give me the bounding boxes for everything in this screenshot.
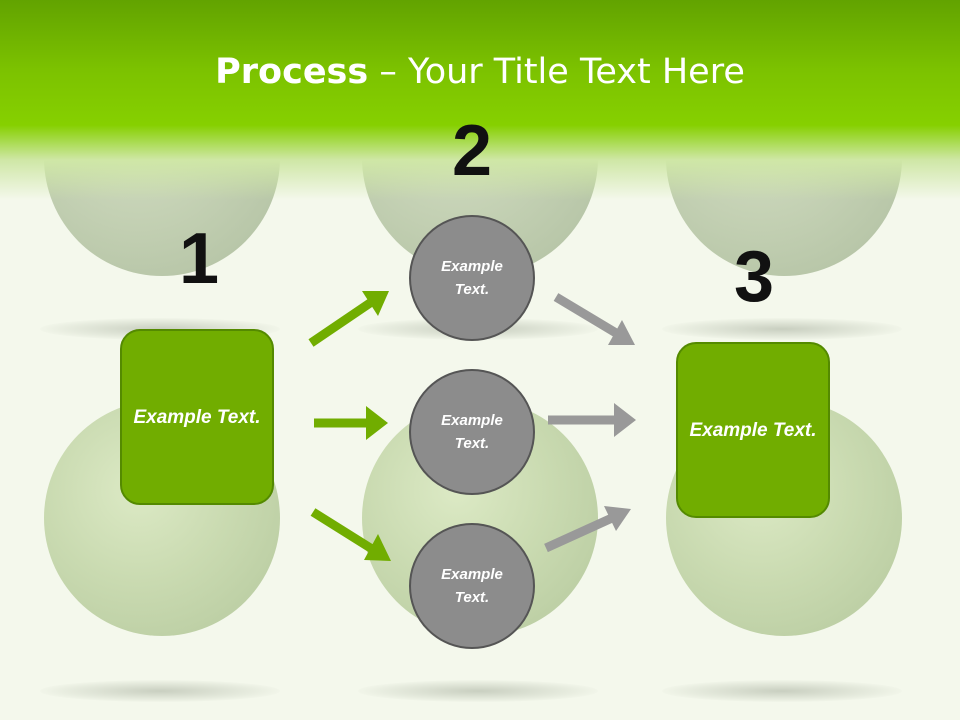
step-number-3: 3 xyxy=(733,237,775,317)
circle-label: Example Text. xyxy=(441,258,503,298)
globe-shadow xyxy=(358,680,598,702)
slide-title: Process – Your Title Text Here xyxy=(0,52,960,92)
left-process-box: Example Text. xyxy=(120,329,274,505)
circle-label: Example Text. xyxy=(441,566,503,606)
circle-label: Example Text. xyxy=(441,412,503,452)
middle-circle: Example Text. xyxy=(409,369,535,495)
title-bold: Process xyxy=(215,52,369,92)
top-circle: Example Text. xyxy=(409,215,535,341)
header-band xyxy=(0,0,960,200)
globe-shadow xyxy=(662,318,902,340)
globe-shadow xyxy=(40,680,280,702)
arrow-to-top-circle xyxy=(308,291,389,347)
right-process-box: Example Text. xyxy=(676,342,830,518)
step-number-1: 1 xyxy=(178,219,220,299)
arrow-to-bottom-circle xyxy=(310,508,391,561)
arrow-from-top-circle xyxy=(553,293,635,345)
arrow-to-middle-circle xyxy=(314,406,388,440)
left-box-label: Example Text. xyxy=(133,406,261,428)
title-rest: – Your Title Text Here xyxy=(368,52,745,92)
arrow-from-bottom-circle xyxy=(544,506,631,553)
globe-shadow xyxy=(662,680,902,702)
arrow-from-middle-circle xyxy=(548,403,636,437)
step-number-2: 2 xyxy=(451,111,493,191)
right-box-label: Example Text. xyxy=(689,419,817,441)
bottom-circle: Example Text. xyxy=(409,523,535,649)
